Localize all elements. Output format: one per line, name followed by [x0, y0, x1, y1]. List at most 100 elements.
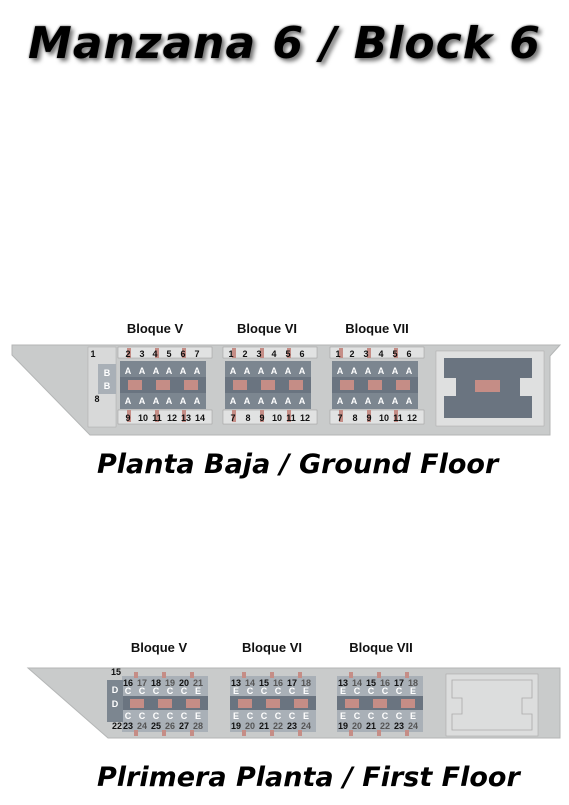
bottom-unit-number: 22 — [273, 721, 283, 731]
bottom-unit-number: 10 — [138, 413, 148, 423]
stair-mark — [242, 730, 246, 736]
unit-letter: A — [139, 396, 146, 406]
unit-letter: A — [378, 396, 385, 406]
bottom-unit-number: 9 — [125, 413, 130, 423]
top-unit-number: 16 — [380, 678, 390, 688]
core-stair — [368, 380, 382, 390]
stair-mark — [394, 410, 398, 422]
unit-letter: C — [247, 686, 254, 696]
core-stair — [373, 699, 387, 708]
core-stair — [233, 380, 247, 390]
top-unit-number: 2 — [125, 349, 130, 359]
top-unit-number: 17 — [394, 678, 404, 688]
bottom-unit-number: 20 — [245, 721, 255, 731]
stair-mark — [155, 410, 159, 422]
bottom-unit-number: 26 — [165, 721, 175, 731]
stair-mark — [405, 672, 409, 678]
bottom-unit-number: 7 — [230, 413, 235, 423]
top-unit-number: 18 — [408, 678, 418, 688]
unit-letter: A — [230, 396, 237, 406]
unit-letter: A — [299, 396, 306, 406]
stair-mark — [190, 672, 194, 678]
unit-letter: C — [167, 711, 174, 721]
top-unit-number: 4 — [378, 349, 383, 359]
bottom-unit-number: 19 — [338, 721, 348, 731]
unit-letter: A — [153, 396, 160, 406]
top-unit-number: 16 — [273, 678, 283, 688]
top-unit-number: 6 — [299, 349, 304, 359]
stair-mark — [349, 672, 353, 678]
first-d-units — [107, 680, 123, 722]
left-unit-number: 8 — [94, 394, 99, 404]
stair-mark — [162, 730, 166, 736]
top-unit-number: 3 — [256, 349, 261, 359]
bottom-unit-number: 21 — [259, 721, 269, 731]
stair-mark — [405, 730, 409, 736]
bottom-unit-number: 8 — [245, 413, 250, 423]
unit-letter: A — [125, 366, 132, 376]
page-title: Manzana 6 / Block 6 — [28, 18, 541, 69]
top-unit-number: 1 — [335, 349, 340, 359]
stair-mark — [367, 410, 371, 422]
unit-letter: C — [153, 686, 160, 696]
top-unit-number: 16 — [123, 678, 133, 688]
bottom-unit-number: 22 — [380, 721, 390, 731]
top-unit-number: 6 — [406, 349, 411, 359]
top-unit-number: 1 — [228, 349, 233, 359]
top-unit-number: 13 — [231, 678, 241, 688]
stair-mark — [134, 730, 138, 736]
unit-letter: C — [181, 686, 188, 696]
unit-letter: C — [368, 686, 375, 696]
unit-letter: E — [340, 711, 346, 721]
unit-letter: A — [258, 396, 265, 406]
unit-letter: C — [139, 686, 146, 696]
stair-mark — [182, 410, 186, 422]
top-unit-number: 13 — [338, 678, 348, 688]
top-unit-number: 5 — [285, 349, 290, 359]
unit-letter: C — [289, 711, 296, 721]
unit-letter: A — [365, 366, 372, 376]
ground-floor-caption: Planta Baja / Ground Floor — [97, 449, 499, 480]
unit-letter: A — [180, 366, 187, 376]
unit-letter: C — [261, 711, 268, 721]
stair-mark — [155, 348, 159, 358]
bottom-unit-number: 12 — [407, 413, 417, 423]
unit-letter: A — [271, 366, 278, 376]
top-unit-number: 18 — [151, 678, 161, 688]
stair-mark — [377, 730, 381, 736]
bottom-unit-number: 23 — [123, 721, 133, 731]
stair-mark — [232, 348, 236, 358]
stair-mark — [287, 410, 291, 422]
stair-mark — [242, 672, 246, 678]
stair-mark — [339, 348, 343, 358]
top-unit-number: 2 — [242, 349, 247, 359]
unit-letter: C — [368, 711, 375, 721]
stair-mark — [134, 672, 138, 678]
bottom-unit-number: 24 — [301, 721, 311, 731]
first-block-v-label: Bloque V — [130, 640, 188, 655]
bottom-unit-number: 7 — [337, 413, 342, 423]
bottom-unit-number: 24 — [408, 721, 418, 731]
stair-mark — [367, 348, 371, 358]
top-unit-number: 4 — [152, 349, 157, 359]
top-unit-number: 20 — [179, 678, 189, 688]
first-block-vii-label: Bloque VII — [349, 640, 413, 655]
stair-mark — [127, 348, 131, 358]
core-stair — [289, 380, 303, 390]
unit-letter: C — [167, 686, 174, 696]
core-stair — [130, 699, 144, 708]
unit-letter: E — [303, 711, 309, 721]
bottom-unit-number: 25 — [151, 721, 161, 731]
top-unit-number: 15 — [259, 678, 269, 688]
top-unit-number: 19 — [165, 678, 175, 688]
unit-letter: A — [153, 366, 160, 376]
unit-letter: A — [285, 366, 292, 376]
bottom-unit-number: 9 — [366, 413, 371, 423]
first-plaza — [445, 673, 539, 737]
top-unit-number: 2 — [349, 349, 354, 359]
top-unit-number: 18 — [301, 678, 311, 688]
unit-letter: E — [410, 711, 416, 721]
unit-letter: A — [285, 396, 292, 406]
unit-letter: E — [233, 686, 239, 696]
